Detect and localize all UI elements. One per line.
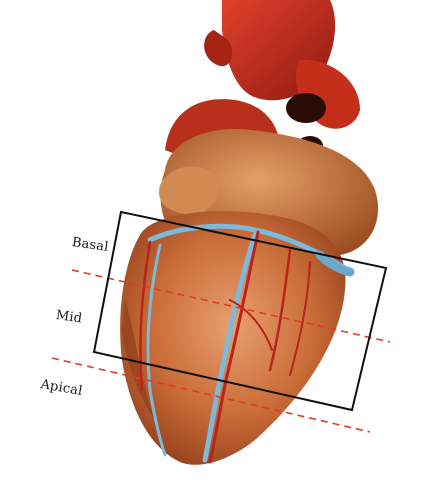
segment-dividers (51, 269, 391, 433)
imaging-frame (92, 210, 388, 412)
basal-mid-divider (71, 269, 391, 343)
coronary-vessels (139, 223, 355, 464)
mid-apical-divider (51, 357, 371, 433)
vessel-opening (286, 93, 326, 123)
ventricles (120, 211, 346, 465)
